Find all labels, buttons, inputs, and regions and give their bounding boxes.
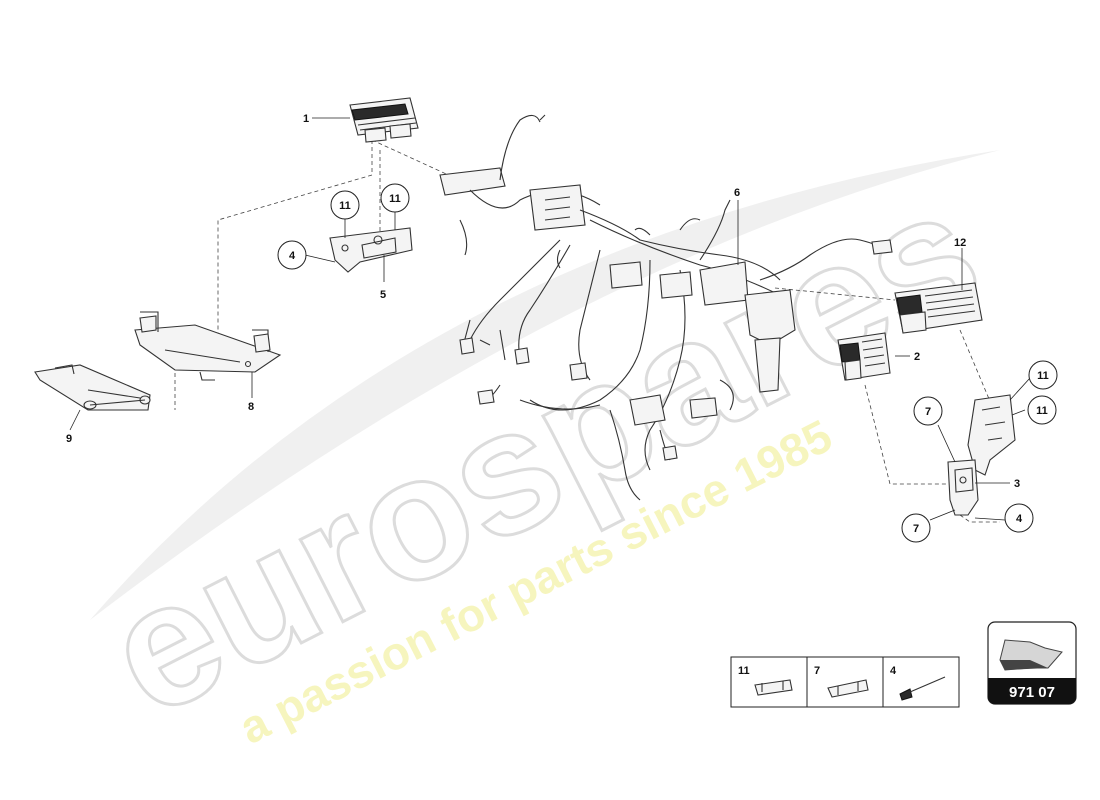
rivet-4-icon (899, 676, 946, 701)
callout-circle-11-right-a: 11 (1028, 360, 1058, 390)
clip-7-icon (827, 679, 869, 698)
bracket-part-5 (329, 227, 413, 273)
callout-12: 12 (954, 237, 966, 249)
callout-5: 5 (380, 289, 386, 301)
control-unit-part-1 (349, 97, 419, 143)
callout-circle-11-right-b: 11 (1027, 395, 1057, 425)
callout-circle-4-right: 4 (1004, 503, 1034, 533)
legend-label-7: 7 (814, 665, 820, 677)
svg-text:11: 11 (389, 193, 401, 205)
callout-6: 6 (734, 187, 740, 199)
callout-8: 8 (248, 401, 254, 413)
callout-circle-7-upper: 7 (913, 396, 943, 426)
svg-text:11: 11 (339, 200, 351, 212)
svg-text:4: 4 (1016, 513, 1023, 525)
callout-9: 9 (66, 433, 72, 445)
legend-label-4: 4 (890, 665, 897, 677)
bracket-part-3 (947, 394, 1016, 516)
callout-circle-4-left: 4 (277, 240, 307, 270)
callout-labels: 1 2 3 5 6 8 9 12 4 11 11 11 11 7 (66, 113, 1058, 543)
control-unit-part-2 (837, 332, 891, 381)
hardware-legend: 11 7 4 (730, 656, 960, 708)
control-unit-part-12 (894, 282, 983, 334)
callout-1: 1 (303, 113, 309, 125)
direction-arrow-icon (999, 639, 1063, 671)
svg-text:7: 7 (925, 406, 931, 418)
wiring-harness-part-6 (439, 114, 893, 501)
svg-text:11: 11 (1037, 370, 1049, 382)
carrier-part-8 (134, 311, 282, 381)
callout-circle-7-lower: 7 (901, 513, 931, 543)
callout-3: 3 (1014, 478, 1020, 490)
callout-circle-11-left-b: 11 (380, 183, 410, 213)
callout-circle-11-left-a: 11 (330, 190, 360, 220)
clip-11-icon (754, 679, 793, 696)
group-badge: 971 07 (987, 621, 1077, 705)
callout-2: 2 (914, 351, 920, 363)
legend-label-11: 11 (738, 665, 750, 677)
svg-text:7: 7 (913, 523, 919, 535)
carrier-part-9 (34, 364, 151, 411)
group-badge-code: 971 07 (1009, 684, 1055, 701)
svg-text:4: 4 (289, 250, 296, 262)
leader-lines (69, 117, 1031, 521)
svg-text:11: 11 (1036, 405, 1048, 417)
